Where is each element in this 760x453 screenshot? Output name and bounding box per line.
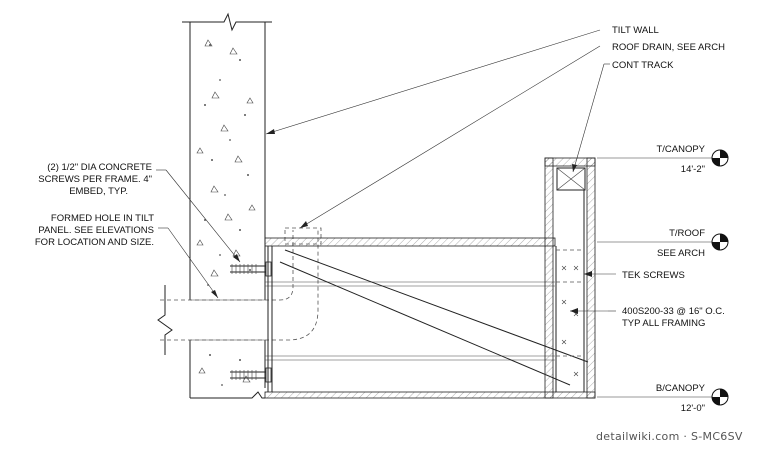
- label-formed-hole-2: PANEL. SEE ELEVATIONS: [38, 225, 154, 236]
- label-concrete-screws-1: (2) 1/2" DIA CONCRETE: [47, 162, 152, 173]
- tek-screw-marks: [561, 265, 579, 377]
- footer-credit: detailwiki.com · S-MC6SV: [596, 430, 743, 443]
- label-concrete-screws-3: EMBED, TYP.: [69, 186, 128, 197]
- leader-lines: [156, 29, 616, 314]
- concrete-aggregate: [196, 39, 256, 383]
- elev-t-canopy-value: 14'-2": [681, 164, 705, 175]
- label-framing-1: 400S200-33 @ 16" O.C.: [622, 306, 725, 317]
- label-cont-track: CONT TRACK: [612, 60, 674, 71]
- elev-b-canopy-label: B/CANOPY: [656, 383, 706, 394]
- canopy-framing: [264, 157, 596, 399]
- elevation-marker-t-roof: [597, 233, 729, 251]
- roof-drain-pipe: [157, 227, 322, 355]
- elevation-marker-t-canopy: [597, 149, 729, 167]
- elev-t-roof-value: SEE ARCH: [657, 248, 705, 259]
- elev-t-roof-label: T/ROOF: [669, 228, 705, 239]
- concrete-texture: [204, 44, 251, 386]
- elev-b-canopy-value: 12'-0": [681, 403, 705, 414]
- label-formed-hole-3: FOR LOCATION AND SIZE.: [35, 237, 154, 248]
- label-formed-hole-1: FORMED HOLE IN TILT: [51, 213, 154, 224]
- label-tilt-wall: TILT WALL: [612, 25, 659, 36]
- label-roof-drain: ROOF DRAIN, SEE ARCH: [612, 42, 725, 53]
- label-concrete-screws-2: SCREWS PER FRAME. 4": [38, 174, 152, 185]
- label-framing-2: TYP ALL FRAMING: [622, 318, 705, 329]
- label-tek-screws: TEK SCREWS: [622, 270, 685, 281]
- elevation-marker-b-canopy: [597, 388, 729, 406]
- elev-t-canopy-label: T/CANOPY: [656, 144, 705, 155]
